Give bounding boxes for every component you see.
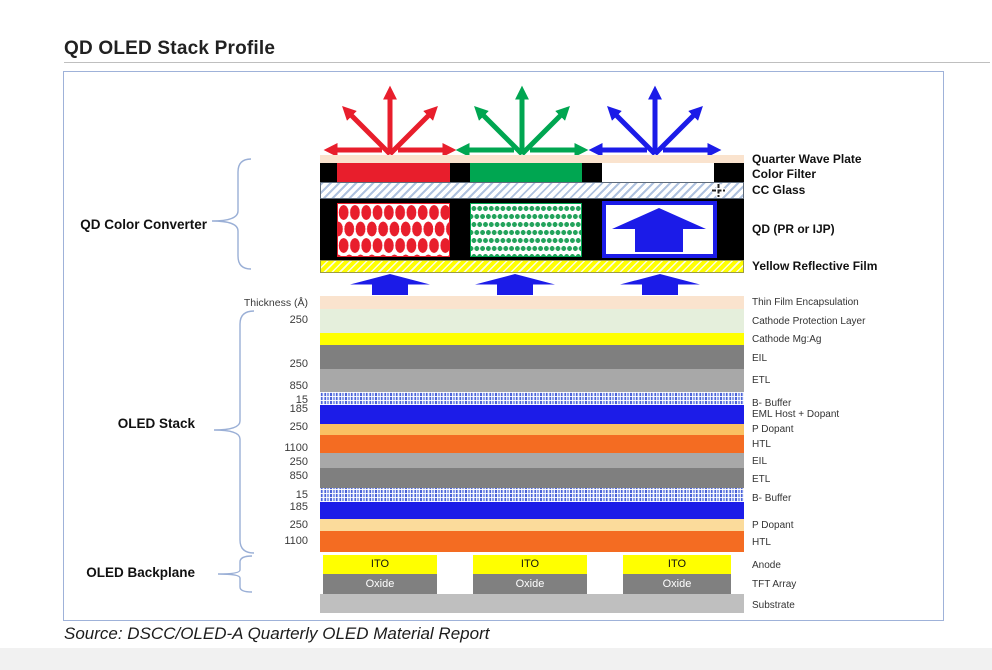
oxide-segment: Oxide [623, 574, 731, 594]
thickness-value: 250 [289, 314, 308, 326]
band-htl-1 [320, 435, 744, 453]
blue-emission-arrows-icon [588, 85, 722, 157]
qd-red-quantum-dots-box [337, 203, 450, 257]
group-label-qd-color-converter: QD Color Converter [80, 217, 207, 232]
thickness-value: 1100 [284, 535, 308, 547]
oxide-segment: Oxide [323, 574, 437, 594]
band-b-buffer-1 [320, 392, 744, 405]
group-label-oled-stack: OLED Stack [117, 416, 195, 431]
thickness-value: 250 [289, 358, 308, 370]
ito-segment: ITO [323, 555, 437, 574]
color-filter-red-segment [337, 163, 450, 182]
band-eml-1 [320, 405, 744, 424]
thickness-value: 15 [295, 394, 308, 406]
band-eml-2 [320, 502, 744, 519]
layer-label-htl-2: HTL [752, 537, 771, 548]
band-b-buffer-2 [320, 488, 744, 502]
quarter-wave-plate-band [320, 155, 744, 163]
pump-arrow-icon [475, 274, 555, 295]
band-eil-1 [320, 345, 744, 369]
color-filter-green-segment [470, 163, 582, 182]
bottom-strip [0, 648, 992, 670]
green-emission-arrows-icon [455, 85, 589, 157]
color-filter-band [320, 163, 744, 182]
thickness-header: Thickness (Å) [243, 297, 308, 309]
layer-label-htl-1: HTL [752, 439, 771, 450]
qd-blue-passthrough-box [602, 201, 717, 258]
qd-green-quantum-dots-box [470, 203, 582, 257]
band-htl-2 [320, 531, 744, 552]
pump-arrow-icon [350, 274, 430, 295]
band-etl-2 [320, 468, 744, 488]
layer-label-p-dopant-2: P Dopant [752, 520, 794, 531]
source-note: Source: DSCC/OLED-A Quarterly OLED Mater… [64, 624, 490, 643]
layer-label-etl-2: ETL [752, 474, 771, 485]
thickness-value: 185 [289, 501, 308, 513]
band-cathode-protection-layer [320, 309, 744, 333]
band-substrate [320, 594, 744, 613]
oxide-segment: Oxide [473, 574, 587, 594]
layer-label-etl-1: ETL [752, 375, 771, 386]
title-underline [64, 62, 990, 63]
thickness-value: 250 [289, 421, 308, 433]
thickness-value: 250 [289, 456, 308, 468]
layer-label-cpl: Cathode Protection Layer [752, 316, 866, 327]
page-title: QD OLED Stack Profile [64, 38, 276, 59]
band-p-dopant-2 [320, 519, 744, 531]
layer-label-b-buffer-1: B- Buffer [752, 398, 792, 409]
thickness-value: 185 [289, 403, 308, 415]
ito-segment: ITO [473, 555, 587, 574]
layer-label-tfe: Thin Film Encapsulation [752, 297, 859, 308]
layer-label-cathode: Cathode Mg:Ag [752, 334, 822, 345]
band-p-dopant-1 [320, 424, 744, 435]
yellow-reflective-film-band [320, 260, 744, 273]
layer-label-b-buffer-2: B- Buffer [752, 493, 792, 504]
layer-label-qd: QD (PR or IJP) [752, 222, 835, 236]
thickness-value: 850 [289, 470, 308, 482]
group-label-oled-backplane: OLED Backplane [86, 565, 195, 580]
layer-label-eil-2: EIL [752, 456, 768, 467]
red-emission-arrows-icon [323, 85, 457, 157]
band-thin-film-encapsulation [320, 296, 744, 309]
layer-label-yellow-reflective-film: Yellow Reflective Film [752, 259, 878, 273]
layer-label-tft-array: TFT Array [752, 579, 797, 590]
pump-arrow-icon [620, 274, 700, 295]
color-filter-blue-segment [602, 163, 714, 182]
thickness-value: 250 [289, 519, 308, 531]
thickness-value: 1100 [284, 442, 308, 454]
band-etl-1 [320, 369, 744, 392]
layer-label-color-filter: Color Filter [752, 167, 817, 181]
layer-label-eml-1: EML Host + Dopant [752, 409, 840, 420]
thickness-value: 850 [289, 380, 308, 392]
blue-up-arrow-icon [612, 207, 706, 252]
layer-label-quarter-wave-plate: Quarter Wave Plate [752, 152, 862, 166]
thickness-value: 15 [295, 489, 308, 501]
layer-label-eil-1: EIL [752, 353, 768, 364]
layer-label-p-dopant-1: P Dopant [752, 424, 794, 435]
ito-segment: ITO [623, 555, 731, 574]
layer-label-substrate: Substrate [752, 600, 795, 611]
layer-label-cc-glass: CC Glass [752, 183, 806, 197]
layer-label-anode: Anode [752, 560, 781, 571]
cc-glass-band [320, 182, 744, 199]
band-eil-2 [320, 453, 744, 468]
band-cathode-mgag [320, 333, 744, 345]
crosshair-cursor-icon [712, 184, 725, 197]
